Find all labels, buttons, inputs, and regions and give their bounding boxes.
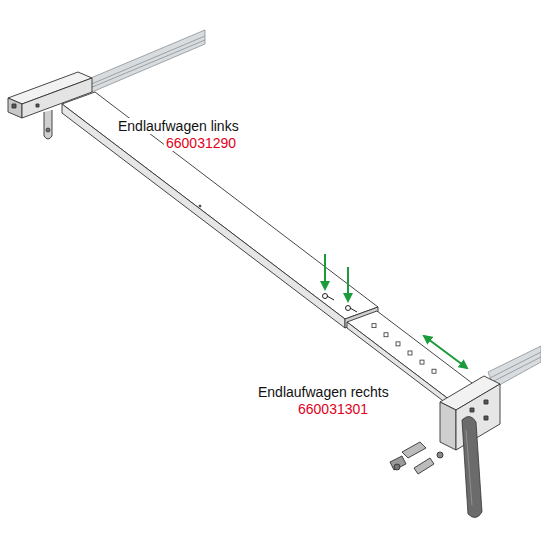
- locking-pins: [323, 294, 358, 313]
- bar-left: [62, 92, 378, 328]
- part-number: 660031290: [164, 135, 238, 151]
- green-arrows: [325, 254, 467, 368]
- hole: [432, 369, 436, 373]
- part-number: 660031301: [296, 401, 370, 417]
- hole: [408, 351, 412, 355]
- part-name: Endlaufwagen rechts: [256, 384, 391, 400]
- part-name: Endlaufwagen links: [116, 118, 241, 134]
- strap: [462, 416, 482, 517]
- hole-row: [372, 324, 436, 374]
- rail-left: [86, 30, 205, 92]
- bracket-right: [390, 376, 500, 474]
- hole: [420, 360, 424, 364]
- hole: [372, 324, 376, 328]
- hole: [396, 342, 400, 346]
- hole: [384, 333, 388, 337]
